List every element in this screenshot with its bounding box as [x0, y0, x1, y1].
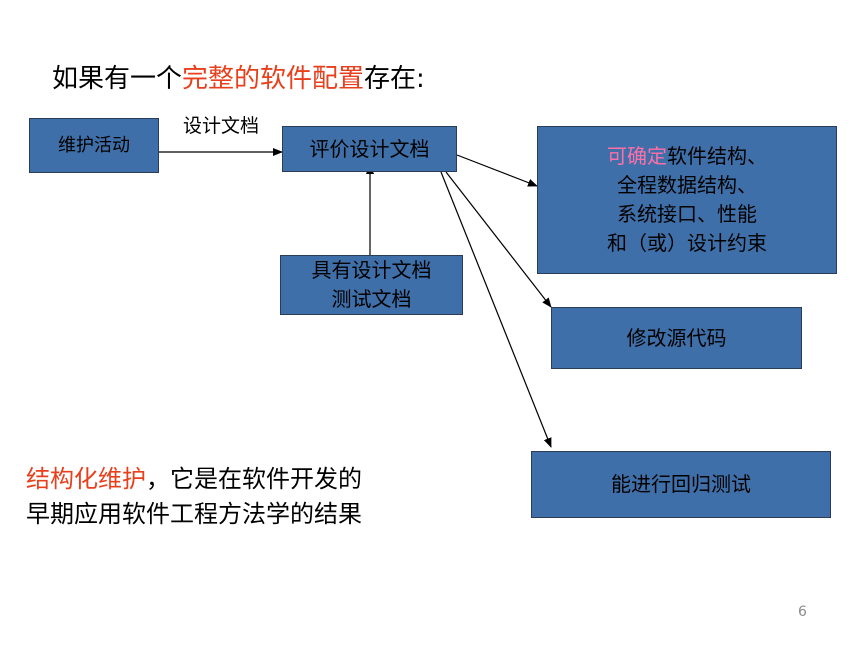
- node-modify-label: 修改源代码: [626, 325, 727, 350]
- node-evaluate-label: 评价设计文档: [309, 136, 430, 161]
- node-regression-test: 能进行回归测试: [531, 451, 831, 518]
- note-highlight: 结构化维护: [26, 465, 146, 493]
- arrow-evaluate-to-regression: [440, 171, 552, 448]
- node-has-docs-line2: 测试文档: [331, 287, 412, 311]
- edge-label-design-docs: 设计文档: [183, 115, 260, 137]
- node-determine-line1: 可确定软件结构、: [607, 142, 767, 171]
- slide-title: 如果有一个完整的软件配置存在:: [52, 58, 425, 95]
- title-suffix: 存在:: [364, 64, 425, 94]
- arrow-evaluate-to-modify: [445, 171, 552, 308]
- node-maintenance-activity-label: 维护活动: [58, 135, 130, 156]
- node-has-docs-line1: 具有设计文档: [311, 258, 432, 282]
- node-determine-line4: 和（或）设计约束: [607, 231, 767, 255]
- title-prefix: 如果有一个: [52, 64, 183, 94]
- node-evaluate-design-docs: 评价设计文档: [282, 126, 457, 172]
- arrow-evaluate-to-determine: [456, 154, 538, 187]
- note-line1-rest: ，它是在软件开发的: [146, 465, 362, 493]
- node-determine-line2: 全程数据结构、: [617, 173, 757, 197]
- determine-highlight: 可确定: [607, 144, 667, 168]
- node-regression-label: 能进行回归测试: [611, 472, 751, 496]
- node-can-determine: 可确定软件结构、 全程数据结构、 系统接口、性能 和（或）设计约束: [537, 126, 837, 274]
- note-line1: 结构化维护，它是在软件开发的: [26, 462, 362, 497]
- note-line2: 早期应用软件工程方法学的结果: [26, 500, 362, 528]
- node-modify-source-code: 修改源代码: [551, 307, 802, 369]
- determine-line1-rest: 软件结构、: [667, 144, 767, 168]
- node-has-design-test-docs: 具有设计文档 测试文档: [280, 255, 463, 315]
- structured-maintenance-note: 结构化维护，它是在软件开发的 早期应用软件工程方法学的结果: [26, 462, 362, 532]
- title-highlight: 完整的软件配置: [182, 64, 365, 94]
- node-maintenance-activity: 维护活动: [29, 118, 159, 173]
- node-determine-line3: 系统接口、性能: [617, 202, 757, 226]
- page-number: 6: [798, 604, 807, 620]
